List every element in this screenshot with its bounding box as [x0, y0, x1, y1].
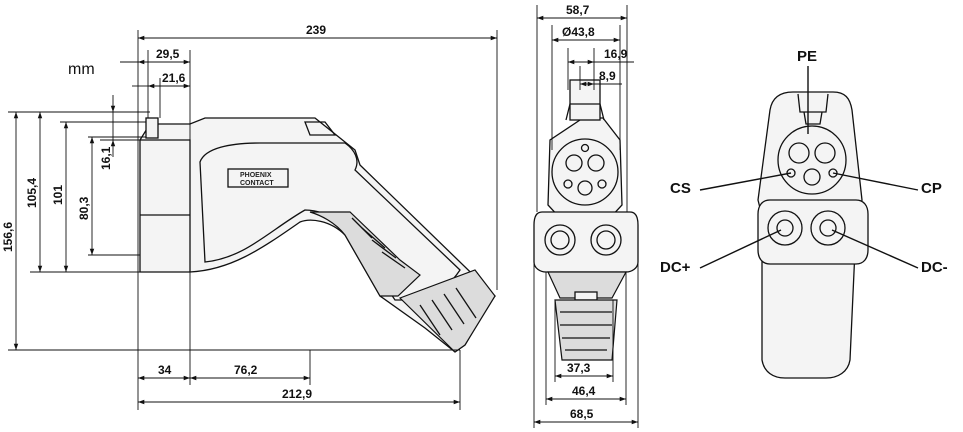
front-view: 58,7 Ø43,8 16,9 8,9 37,3 46,4 68,5 — [533, 3, 639, 428]
unit-label: mm — [68, 61, 95, 78]
dim-68-5: 68,5 — [570, 407, 594, 421]
dim-16-9: 16,9 — [604, 47, 628, 61]
dim-height-16-1: 16,1 — [99, 146, 113, 170]
plug-face-pins — [757, 91, 869, 379]
dim-height-105-4: 105,4 — [25, 178, 39, 208]
pin-view: PE CS CP DC+ DC- — [660, 48, 948, 379]
pin-label-dc-plus: DC+ — [660, 259, 691, 276]
pin-label-pe: PE — [797, 48, 817, 65]
brand-line1: PHOENIX — [240, 172, 272, 179]
pin-label-cs: CS — [670, 180, 691, 197]
pin-label-dc-minus: DC- — [921, 259, 948, 276]
dim-37-3: 37,3 — [567, 361, 591, 375]
pin-label-cp: CP — [921, 180, 942, 197]
dim-diameter-43-8: Ø43,8 — [562, 25, 595, 39]
dim-height-101: 101 — [51, 185, 65, 205]
dim-height-80-3: 80,3 — [77, 196, 91, 220]
dim-bottom-212-9: 212,9 — [282, 387, 312, 401]
plug-body-side: PHOENIX CONTACT — [139, 117, 496, 353]
brand-line2: CONTACT — [240, 180, 274, 187]
dim-overall-length: 239 — [306, 23, 326, 37]
dim-width-58-7: 58,7 — [566, 3, 590, 17]
dim-bottom-76-2: 76,2 — [234, 363, 258, 377]
plug-face-front — [533, 79, 639, 361]
dim-top-29-5: 29,5 — [156, 47, 180, 61]
dim-46-4: 46,4 — [572, 384, 596, 398]
dim-top-21-6: 21,6 — [162, 71, 186, 85]
side-view: PHOENIX CONTACT — [1, 23, 498, 410]
dim-bottom-34: 34 — [158, 363, 172, 377]
dim-height-156-6: 156,6 — [1, 222, 15, 252]
dim-8-9: 8,9 — [599, 69, 616, 83]
